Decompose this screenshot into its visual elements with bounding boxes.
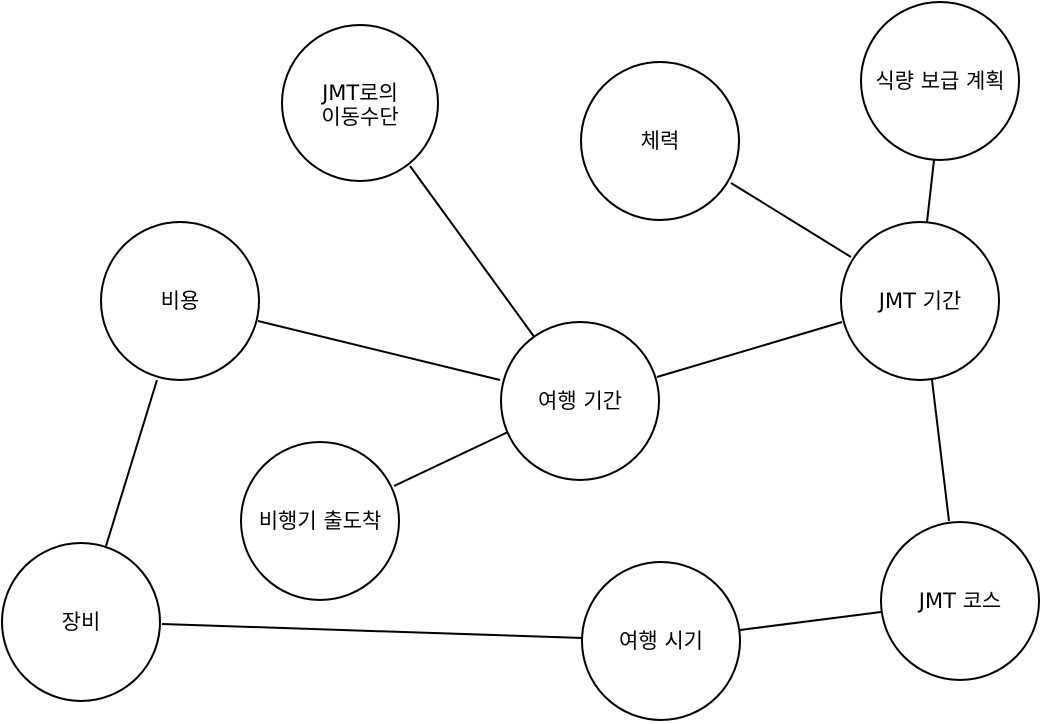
node-jmt-duration[interactable]: JMT 기간 bbox=[840, 221, 1000, 381]
edge-equipment-trip-timing bbox=[161, 623, 584, 639]
node-circle bbox=[840, 221, 1000, 381]
node-transport[interactable]: JMT로의 이동수단 bbox=[281, 24, 439, 182]
edge-trip-timing-jmt-course bbox=[739, 611, 882, 631]
node-label: 여행 시기 bbox=[619, 629, 703, 653]
node-stamina[interactable]: 체력 bbox=[580, 61, 740, 221]
node-circle bbox=[281, 24, 439, 182]
edges bbox=[105, 159, 950, 639]
node-label: JMT로의 bbox=[320, 81, 398, 105]
node-circle bbox=[580, 61, 740, 221]
edge-cost-equipment bbox=[105, 379, 158, 547]
node-circle bbox=[1, 542, 161, 702]
node-circle bbox=[100, 221, 260, 381]
node-label: 여행 기간 bbox=[538, 389, 622, 413]
edge-transport-trip-duration bbox=[409, 165, 536, 339]
node-circle bbox=[240, 441, 400, 601]
node-label: JMT 기간 bbox=[877, 289, 961, 313]
node-label: JMT 코스 bbox=[917, 589, 1001, 613]
edge-cost-trip-duration bbox=[257, 320, 501, 381]
node-label: 체력 bbox=[641, 129, 680, 153]
node-circle bbox=[860, 1, 1020, 161]
node-circle bbox=[581, 561, 741, 721]
node-equipment[interactable]: 장비 bbox=[1, 542, 161, 702]
edge-flight-trip-duration bbox=[393, 431, 509, 487]
node-circle bbox=[500, 321, 660, 481]
edge-stamina-jmt-duration bbox=[730, 182, 852, 258]
node-circle bbox=[880, 521, 1040, 681]
node-supply[interactable]: 식량 보급 계획 bbox=[860, 1, 1020, 161]
node-label: 식량 보급 계획 bbox=[875, 69, 1004, 93]
node-trip-duration[interactable]: 여행 기간 bbox=[500, 321, 660, 481]
node-trip-timing[interactable]: 여행 시기 bbox=[581, 561, 741, 721]
edge-trip-duration-jmt-duration bbox=[656, 321, 843, 378]
node-flight[interactable]: 비행기 출도착 bbox=[240, 441, 400, 601]
node-label: 장비 bbox=[62, 610, 101, 634]
node-jmt-course[interactable]: JMT 코스 bbox=[880, 521, 1040, 681]
node-label: 비용 bbox=[161, 289, 200, 313]
node-label: 이동수단 bbox=[321, 105, 398, 129]
edge-jmt-duration-jmt-course bbox=[931, 379, 950, 522]
node-cost[interactable]: 비용 bbox=[100, 221, 260, 381]
node-label: 비행기 출도착 bbox=[259, 509, 382, 533]
edge-supply-jmt-duration bbox=[926, 159, 935, 223]
